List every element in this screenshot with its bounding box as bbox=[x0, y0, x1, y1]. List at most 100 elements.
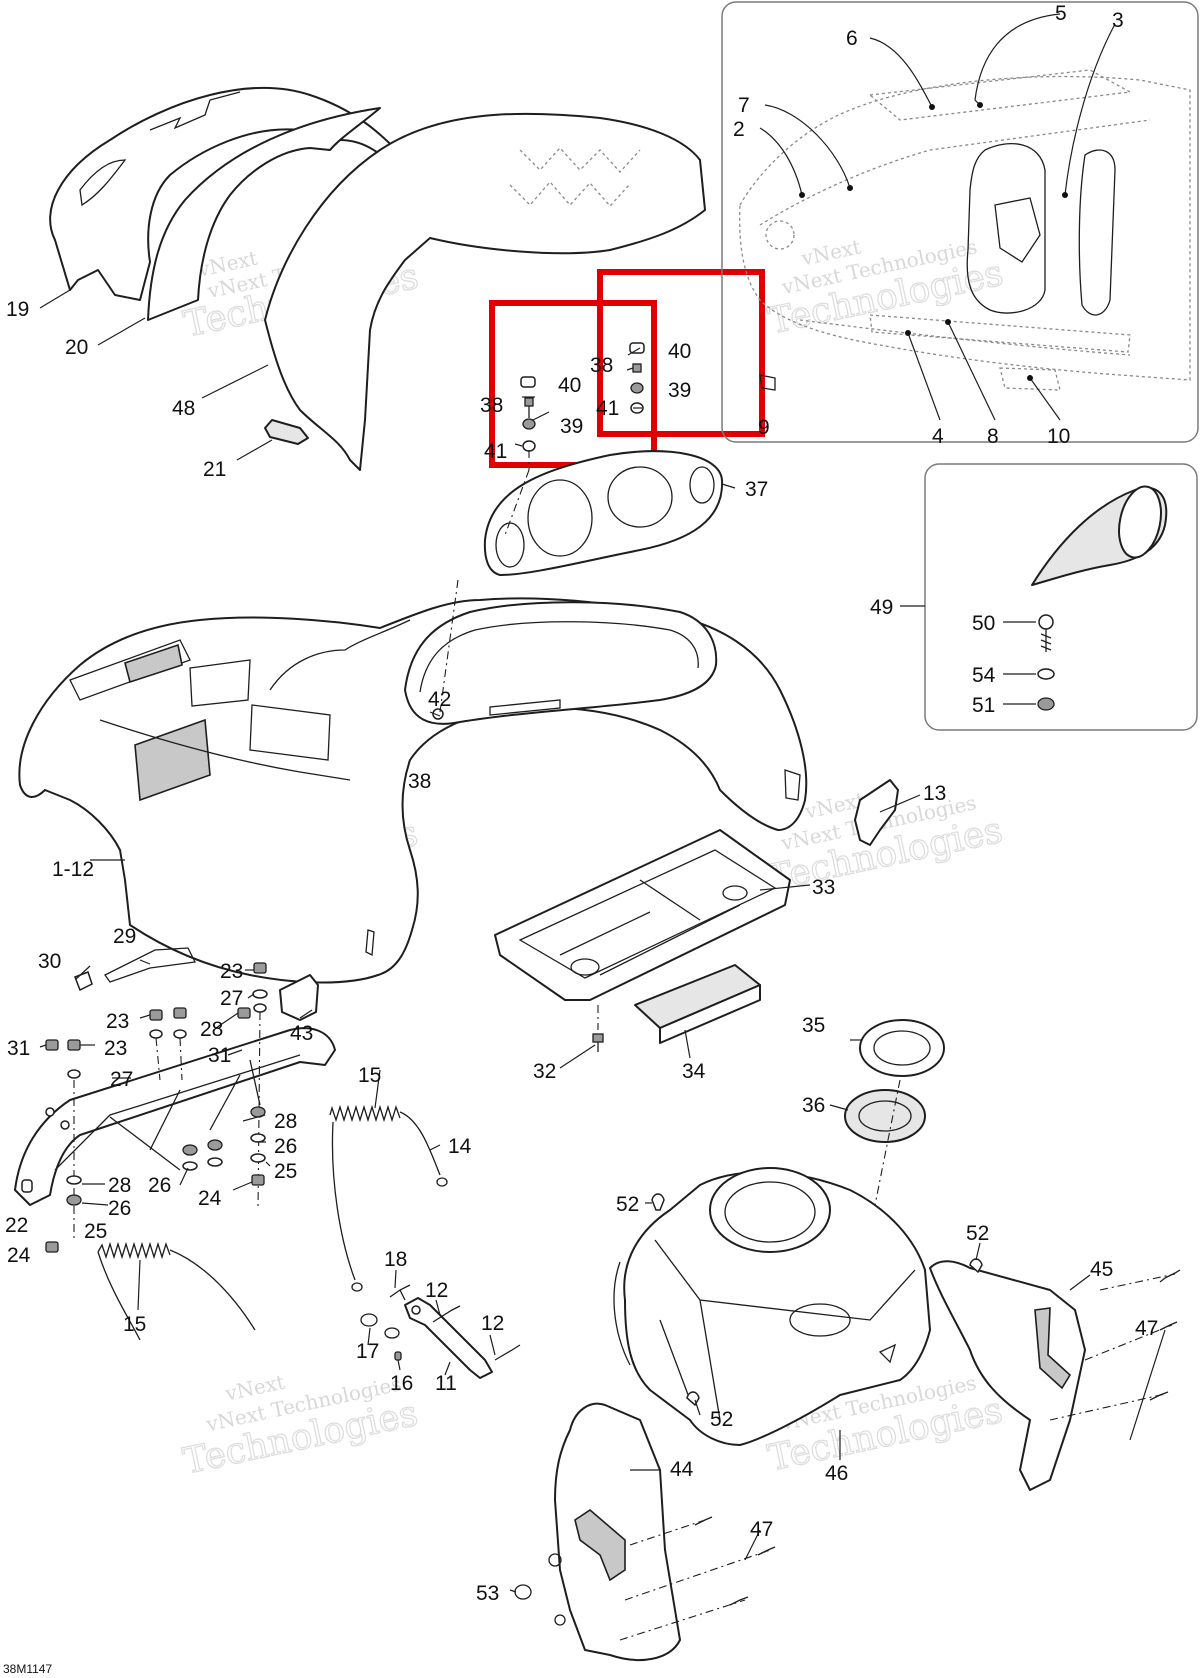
fastener-column-a bbox=[250, 962, 268, 1211]
callout-40-left: 40 bbox=[558, 374, 581, 397]
clip-part-21 bbox=[264, 419, 309, 445]
o-ring-part-17 bbox=[384, 1327, 400, 1339]
callout-49: 49 bbox=[870, 596, 893, 619]
hood-window bbox=[189, 659, 251, 707]
callout-34: 34 bbox=[682, 1060, 706, 1083]
callout-41-left: 41 bbox=[484, 440, 507, 463]
hood-slot bbox=[365, 929, 375, 957]
windshield-group bbox=[49, 87, 706, 471]
hinge-pin bbox=[411, 1305, 421, 1315]
washer-icon bbox=[250, 1133, 266, 1143]
cable-lower bbox=[97, 1251, 141, 1341]
callout-28-b: 28 bbox=[274, 1110, 297, 1133]
washer-icon bbox=[630, 382, 644, 394]
cable-part-14 bbox=[399, 1111, 441, 1176]
callout-8: 8 bbox=[987, 425, 999, 448]
windshield-upper-part-20 bbox=[147, 107, 381, 321]
assembly-axis bbox=[155, 1037, 161, 1081]
callout-52-c: 52 bbox=[710, 1408, 733, 1431]
washer-icon bbox=[522, 418, 536, 430]
screw-head-icon bbox=[45, 1241, 59, 1253]
screw-head-icon bbox=[632, 363, 642, 373]
callout-24-a: 24 bbox=[198, 1187, 222, 1210]
side-panel-part-44 bbox=[554, 1402, 681, 1661]
rivet-part-18 bbox=[389, 1284, 411, 1301]
callout-4: 4 bbox=[932, 425, 944, 448]
windshield-vent bbox=[79, 159, 127, 207]
cable-eyelet bbox=[351, 1282, 363, 1292]
dash-tab bbox=[489, 699, 561, 716]
callout-29: 29 bbox=[113, 925, 136, 948]
cable-lower bbox=[169, 1249, 256, 1331]
callout-14: 14 bbox=[448, 1135, 472, 1158]
callout-40-right: 40 bbox=[668, 340, 691, 363]
callout-38-main: 38 bbox=[408, 770, 431, 793]
washer-icon bbox=[250, 1153, 266, 1163]
mirror-hardware bbox=[1037, 614, 1055, 711]
callout-11: 11 bbox=[435, 1372, 457, 1395]
callout-27-a: 27 bbox=[220, 987, 243, 1010]
console-leaders bbox=[759, 13, 1116, 421]
bushing-part-30 bbox=[74, 971, 93, 992]
callout-19: 19 bbox=[6, 298, 29, 321]
fastener-column-c bbox=[45, 1039, 82, 1253]
side-panel-cutout bbox=[574, 1508, 626, 1582]
callout-46: 46 bbox=[825, 1462, 848, 1485]
callout-6: 6 bbox=[846, 27, 858, 50]
callout-37: 37 bbox=[745, 478, 768, 501]
hood-line bbox=[69, 639, 191, 701]
diagram-code: 38M1147 bbox=[3, 1662, 52, 1676]
rivet-hole bbox=[554, 1614, 566, 1626]
fastener-set-left bbox=[520, 376, 536, 470]
callout-36: 36 bbox=[802, 1094, 825, 1117]
rivet-part-52 bbox=[969, 1258, 983, 1274]
callout-53: 53 bbox=[476, 1582, 499, 1605]
hood-line bbox=[99, 719, 351, 781]
air-duct-part-46 bbox=[613, 1167, 931, 1446]
callout-38-left: 38 bbox=[480, 394, 503, 417]
cable-part-14 bbox=[331, 1121, 356, 1281]
callout-50: 50 bbox=[972, 612, 995, 635]
callout-15-a: 15 bbox=[358, 1064, 381, 1087]
callout-26-b: 26 bbox=[148, 1174, 171, 1197]
nut-cap-icon bbox=[520, 376, 536, 388]
callout-39-right: 39 bbox=[668, 379, 691, 402]
callout-28-a: 28 bbox=[200, 1018, 223, 1041]
callout-27-b: 27 bbox=[110, 1068, 133, 1091]
screw-thread bbox=[1040, 629, 1052, 652]
callout-41-right: 41 bbox=[596, 397, 619, 420]
callout-48: 48 bbox=[172, 397, 195, 420]
callout-43: 43 bbox=[290, 1022, 313, 1045]
washer-icon bbox=[522, 440, 536, 452]
washer-icon bbox=[173, 1029, 187, 1039]
gasket-part-36 bbox=[844, 1089, 926, 1143]
washer-icon bbox=[66, 1175, 82, 1185]
washer-icon bbox=[207, 1157, 223, 1167]
fastener-column-b bbox=[149, 1007, 251, 1171]
hood-mesh-vent bbox=[134, 718, 211, 802]
callout-20: 20 bbox=[65, 336, 88, 359]
washer-icon bbox=[149, 1029, 163, 1039]
callout-52-a: 52 bbox=[616, 1193, 639, 1216]
leader-33 bbox=[759, 884, 811, 891]
callout-32: 32 bbox=[533, 1060, 556, 1083]
assembly-axis bbox=[504, 469, 530, 536]
callout-52-b: 52 bbox=[966, 1222, 989, 1245]
pad-side bbox=[659, 984, 761, 1044]
seal-part-35 bbox=[859, 1019, 945, 1077]
callout-30: 30 bbox=[38, 950, 61, 973]
callout-28-c: 28 bbox=[108, 1174, 131, 1197]
hood-body-part-1-12 bbox=[18, 597, 808, 984]
callout-25-b: 25 bbox=[84, 1220, 107, 1243]
callout-23-c: 23 bbox=[104, 1037, 127, 1060]
callout-51: 51 bbox=[972, 694, 995, 717]
callout-47-a: 47 bbox=[1135, 1317, 1158, 1340]
screw-head-icon bbox=[45, 1039, 59, 1051]
dash-opening-rim bbox=[419, 621, 699, 693]
spring-part-15-upper bbox=[329, 1104, 401, 1123]
bracket-part-43 bbox=[279, 974, 319, 1021]
callout-24-b: 24 bbox=[7, 1244, 31, 1267]
gauge-bezel-part-37 bbox=[483, 450, 724, 576]
windshield-edge bbox=[149, 91, 241, 131]
